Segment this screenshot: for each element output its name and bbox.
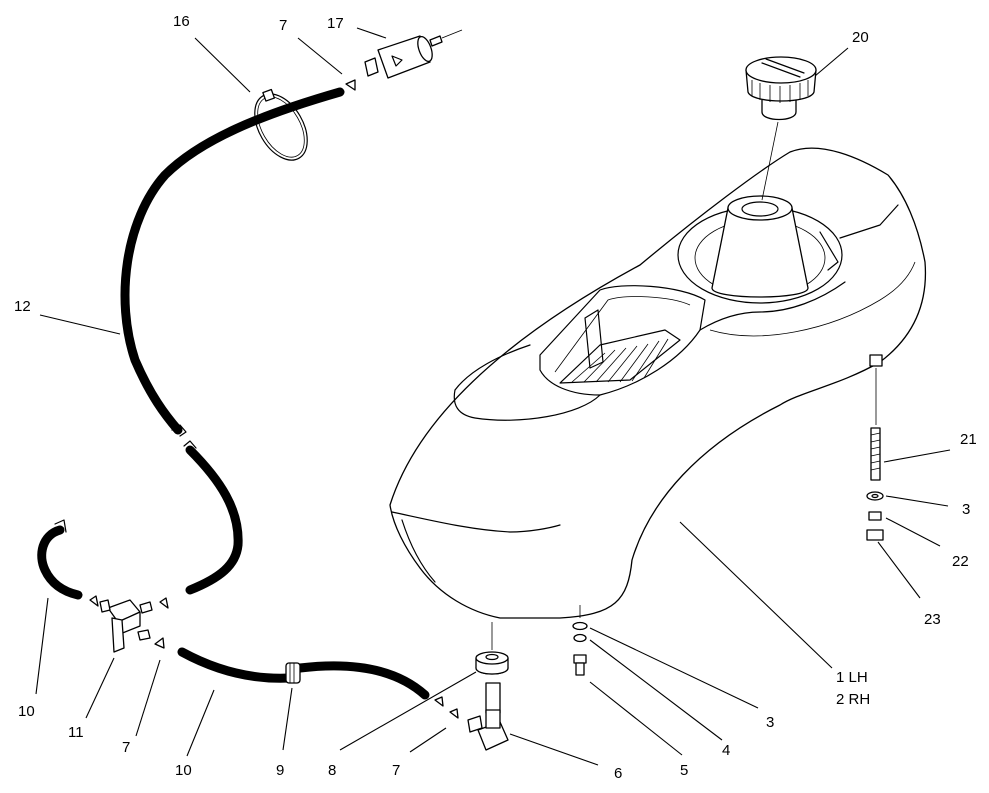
cap-centerline: [761, 121, 779, 201]
callout-labels: 16 7 17 20 12 21 3 22 23 1 LH 2 RH 10 11…: [14, 13, 977, 782]
elbow-fitting: [467, 682, 509, 751]
stud-stack-right: [866, 368, 884, 541]
callout-3-right: 3: [962, 501, 970, 518]
callout-4: 4: [722, 742, 730, 759]
callout-17: 17: [327, 15, 344, 32]
callout-22: 22: [952, 553, 969, 570]
hose-clamp: [254, 88, 308, 161]
callout-7-bottom: 7: [392, 762, 400, 779]
grommet: [475, 622, 509, 675]
shutoff-valve: [89, 595, 169, 653]
hose-barb-upper: [345, 79, 356, 91]
fuel-filter: [364, 29, 463, 79]
callout-23: 23: [924, 611, 941, 628]
callout-7-mid: 7: [122, 739, 130, 756]
leader-lines: [35, 27, 951, 766]
hose-connector: [285, 662, 301, 684]
callout-6: 6: [614, 765, 622, 782]
callout-16: 16: [173, 13, 190, 30]
callout-12: 12: [14, 298, 31, 315]
fuel-hose-lower: [177, 647, 430, 700]
callout-10-bottom: 10: [175, 762, 192, 779]
callout-2-rh: 2 RH: [836, 691, 870, 708]
callout-7-top: 7: [279, 17, 287, 34]
hose-barbs-lower: [434, 696, 459, 719]
callout-1-lh: 1 LH: [836, 669, 868, 686]
bolt-stack-bottom: [572, 605, 588, 676]
callout-3-bottom: 3: [766, 714, 774, 731]
callout-10-left: 10: [18, 703, 35, 720]
fuel-hose-lower-left: [37, 519, 83, 600]
fuel-cap: [745, 56, 817, 121]
callout-11: 11: [68, 724, 84, 741]
callout-5: 5: [680, 762, 688, 779]
callout-8: 8: [328, 762, 336, 779]
callout-20: 20: [852, 29, 869, 46]
fuel-tank: [389, 147, 927, 619]
callout-21: 21: [960, 431, 977, 448]
callout-9: 9: [276, 762, 284, 779]
fuel-hose-upper: [120, 87, 345, 595]
